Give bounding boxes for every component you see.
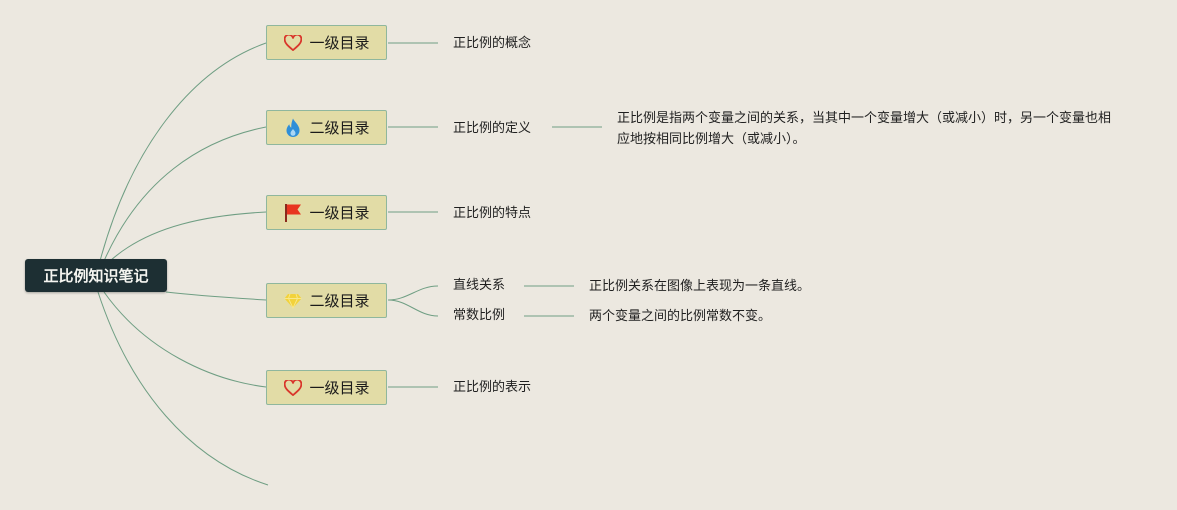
sub-topic-features[interactable]: 正比例的特点 bbox=[453, 206, 532, 221]
branch-node-2[interactable]: 二级目录 bbox=[266, 110, 387, 145]
fire-icon bbox=[283, 118, 303, 138]
connector-root-branch-5 bbox=[103, 291, 267, 388]
sub-topic-concept[interactable]: 正比例的概念 bbox=[453, 36, 532, 51]
branch-node-1[interactable]: 一级目录 bbox=[266, 25, 387, 60]
detail-linear-relation[interactable]: 正比例关系在图像上表现为一条直线。 bbox=[589, 279, 811, 294]
sub-topic-representation[interactable]: 正比例的表示 bbox=[453, 380, 532, 395]
heart-icon bbox=[283, 33, 303, 53]
connector-branch4-sub-a bbox=[387, 285, 439, 301]
branch-node-3[interactable]: 一级目录 bbox=[266, 195, 387, 230]
flag-icon bbox=[283, 203, 303, 223]
connector-root-branch-3 bbox=[109, 211, 267, 262]
sub-topic-constant-ratio[interactable]: 常数比例 bbox=[453, 308, 506, 323]
connector-branch4-sub-b bbox=[387, 299, 439, 317]
branch-node-4[interactable]: 二级目录 bbox=[266, 283, 387, 318]
branch-node-label: 二级目录 bbox=[309, 292, 370, 310]
branch-node-label: 二级目录 bbox=[309, 119, 370, 137]
heart-icon bbox=[283, 378, 303, 398]
branch-node-label: 一级目录 bbox=[309, 204, 370, 222]
branch-node-label: 一级目录 bbox=[309, 379, 370, 397]
connector-root-tail bbox=[97, 291, 269, 486]
sub-topic-linear-relation[interactable]: 直线关系 bbox=[453, 278, 506, 293]
detail-definition[interactable]: 正比例是指两个变量之间的关系，当其中一个变量增大（或减小）时，另一个变量也相应地… bbox=[617, 111, 1112, 147]
branch-node-5[interactable]: 一级目录 bbox=[266, 370, 387, 405]
branch-node-label: 一级目录 bbox=[309, 34, 370, 52]
connector-root-branch-1 bbox=[99, 42, 267, 262]
connector-root-branch-4 bbox=[165, 291, 267, 301]
connector-root-branch-2 bbox=[103, 126, 267, 262]
root-node-label: 正比例知识笔记 bbox=[43, 267, 149, 285]
root-node[interactable]: 正比例知识笔记 bbox=[25, 259, 167, 292]
detail-constant-ratio[interactable]: 两个变量之间的比例常数不变。 bbox=[589, 309, 772, 324]
sub-topic-definition[interactable]: 正比例的定义 bbox=[453, 121, 532, 136]
gem-icon bbox=[283, 291, 303, 311]
